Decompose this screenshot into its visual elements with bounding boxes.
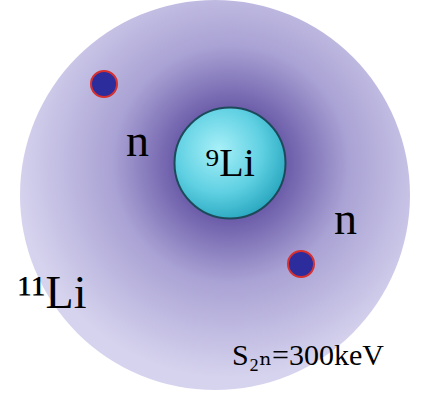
separation-energy: S₂ₙ=300keV (232, 340, 384, 370)
neutron-label: n (334, 196, 357, 242)
core-circle: ⁹Li (173, 106, 287, 220)
neutron-symbol (91, 71, 117, 97)
nucleus-label: ¹¹Li (18, 270, 86, 316)
halo-region: ¹¹Li ⁹Li (20, 0, 410, 390)
core-label: ⁹Li (205, 143, 255, 183)
neutron-symbol (288, 251, 314, 277)
neutron-label: n (126, 118, 149, 164)
